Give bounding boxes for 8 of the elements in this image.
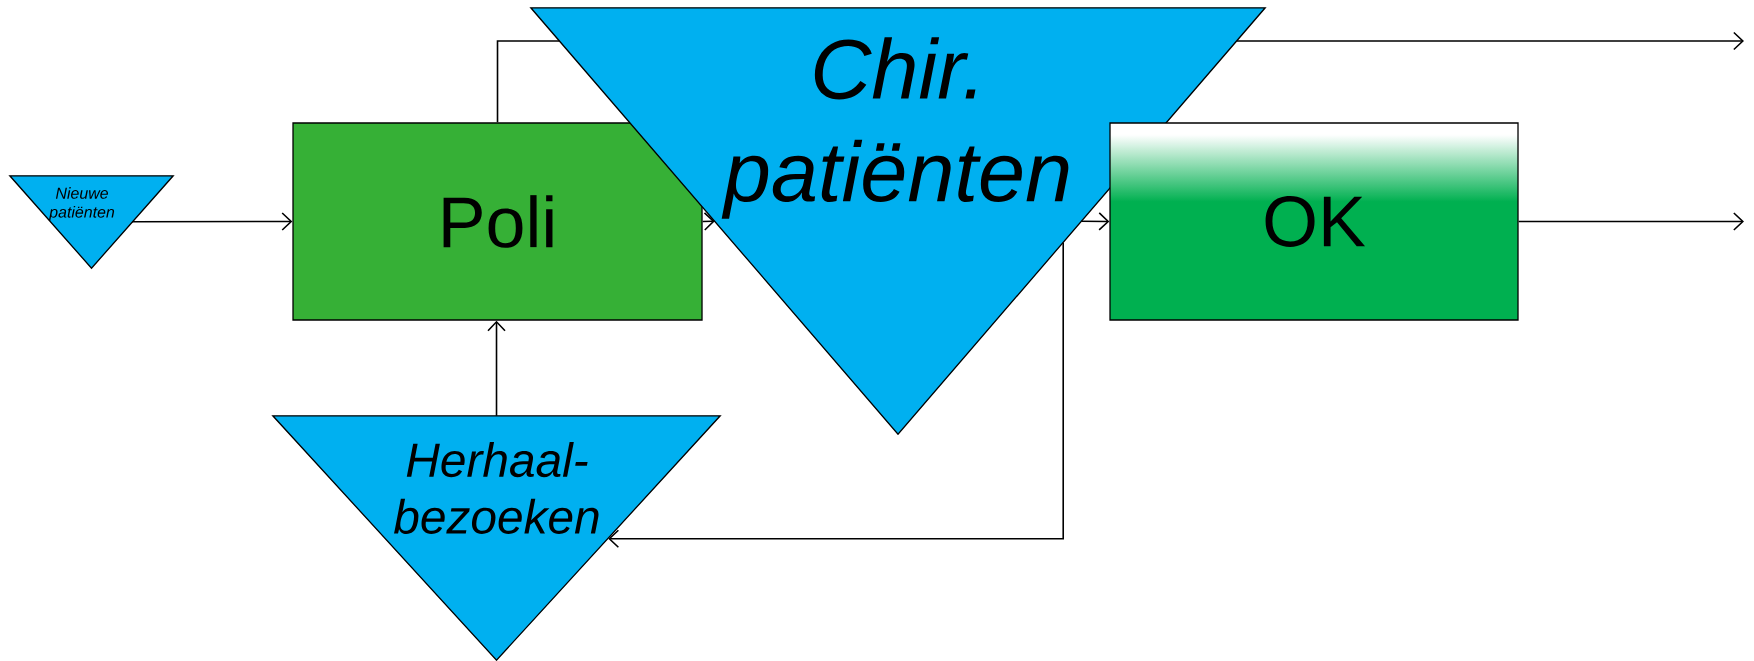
arrow <box>496 31 1744 124</box>
arrow <box>487 320 506 417</box>
arrow <box>131 212 293 231</box>
process-box: Poli <box>292 122 703 321</box>
arrow <box>1517 212 1744 231</box>
process-box: OK <box>1109 122 1519 321</box>
arrow <box>608 242 1064 549</box>
arrow <box>1080 212 1110 231</box>
